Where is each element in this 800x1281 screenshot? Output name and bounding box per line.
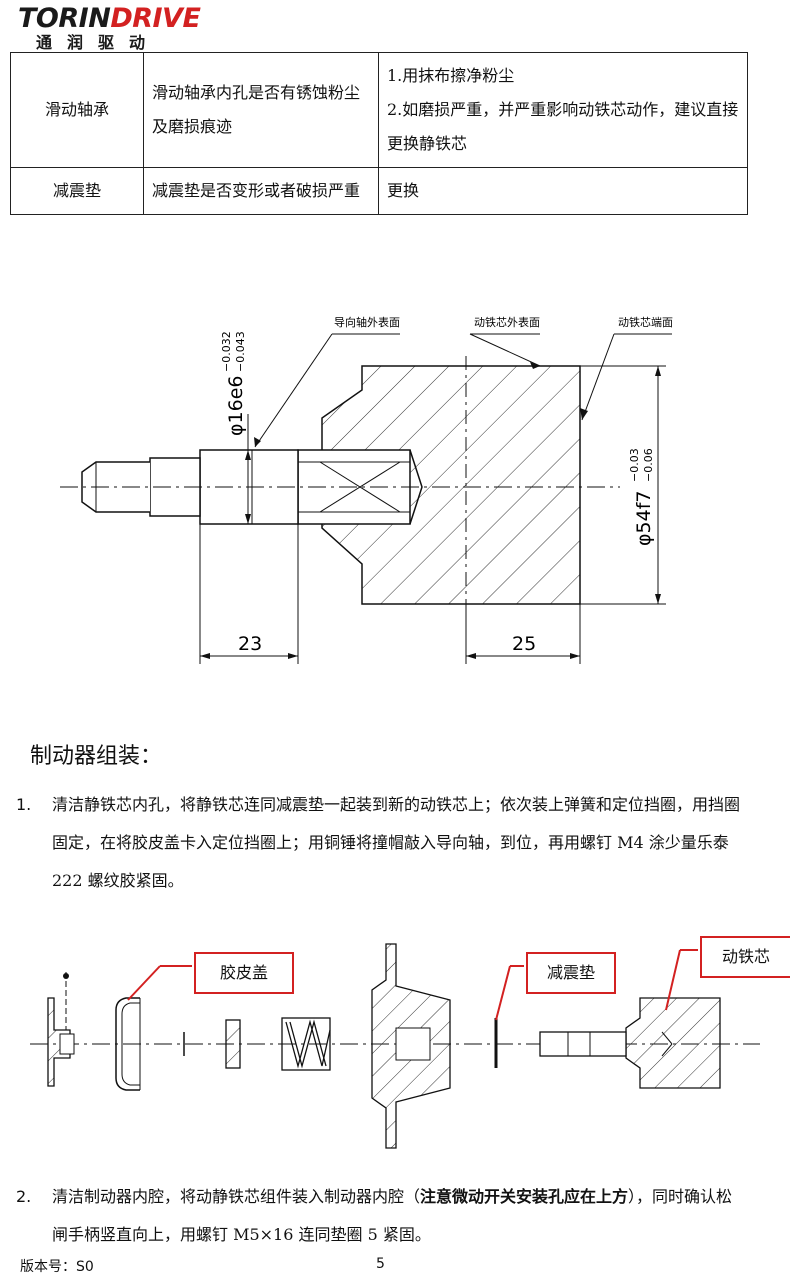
logo-torin: TORIN [18, 3, 111, 34]
step-text-emphasis: 注意微动开关安装孔应在上方 [420, 1187, 629, 1206]
rubber-cap-part [115, 997, 140, 1091]
dim-right-tol-lower: −0.06 [642, 448, 655, 482]
assembly-step-2: 2. 清洁制动器内腔，将动静铁芯组件装入制动器内腔（注意微动开关安装孔应在上方）… [16, 1178, 746, 1254]
step-number: 1. [16, 795, 32, 814]
table-row: 滑动轴承 滑动轴承内孔是否有锈蚀粉尘及磨损痕迹 1.用抹布擦净粉尘 2.如磨损严… [10, 52, 748, 168]
action-line: 2.如磨损严重，并严重影响动铁芯动作，建议直接更换静铁芯 [387, 100, 739, 153]
table-row: 减震垫 减震垫是否变形或者破损严重 更换 [10, 167, 748, 215]
page-number: 5 [376, 1256, 385, 1272]
leader-core-outer [469, 333, 541, 367]
moving-core-body [321, 365, 581, 605]
table-cell-check: 减震垫是否变形或者破损严重 [143, 167, 379, 215]
logo-wordmark: TORINDRIVE [18, 3, 201, 34]
step-number: 2. [16, 1187, 32, 1206]
leader-guide-surface [254, 333, 333, 448]
callout-damper: 减震垫 [526, 952, 616, 994]
section-title: 制动器组装： [30, 744, 163, 769]
step-text-part: ），同时确认松闸手柄竖直向上，用螺钉 M5×16 连同垫圈 5 紧固。 [52, 1187, 733, 1244]
dim-length-left: 23 [238, 633, 262, 655]
table-cell-action: 更换 [378, 167, 748, 215]
step-text: 清洁制动器内腔，将动静铁芯组件装入制动器内腔（注意微动开关安装孔应在上方），同时… [52, 1178, 746, 1254]
dim-right-diameter: φ54f7 [633, 491, 655, 547]
action-line: 更换 [387, 181, 420, 200]
label-guide-surface: 导向轴外表面 [334, 315, 400, 329]
step-text-part: 清洁制动器内腔，将动静铁芯组件装入制动器内腔（ [52, 1187, 421, 1206]
assembly-step-1: 1. 清洁静铁芯内孔，将静铁芯连同减震垫一起装到新的动铁芯上；依次装上弹簧和定位… [16, 786, 746, 900]
logo-chinese-name: 通润驱动 [36, 33, 161, 52]
table-cell-part: 滑动轴承 [10, 52, 144, 168]
dim-left-tol-upper: −0.032 [220, 331, 233, 372]
table-cell-action: 1.用抹布擦净粉尘 2.如磨损严重，并严重影响动铁芯动作，建议直接更换静铁芯 [378, 52, 748, 168]
static-core-part [371, 943, 451, 1149]
maintenance-table: 滑动轴承 滑动轴承内孔是否有锈蚀粉尘及磨损痕迹 1.用抹布擦净粉尘 2.如磨损严… [10, 52, 748, 215]
retaining-ring-part [225, 1019, 241, 1069]
callout-rubber-cap: 胶皮盖 [194, 952, 294, 994]
spring-part [281, 1017, 331, 1071]
core-dimension-drawing: 导向轴外表面 动铁芯外表面 动铁芯端面 φ16e6 −0.032 −0.043 … [60, 315, 673, 664]
step-text: 清洁静铁芯内孔，将静铁芯连同减震垫一起装到新的动铁芯上；依次装上弹簧和定位挡圈，… [52, 795, 741, 890]
table-cell-part: 减震垫 [10, 167, 144, 215]
dim-right-tol-upper: −0.03 [628, 448, 641, 482]
moving-core-part [625, 997, 721, 1089]
cap-part [47, 997, 71, 1087]
dim-left-diameter: φ16e6 [225, 376, 247, 437]
label-core-outer: 动铁芯外表面 [474, 315, 540, 329]
leader-core-end [581, 333, 615, 421]
company-logo: TORINDRIVE 通润驱动 [18, 3, 201, 52]
version-label: 版本号：S0 [20, 1259, 94, 1275]
action-line: 1.用抹布擦净粉尘 [387, 66, 515, 85]
callout-moving-core: 动铁芯 [700, 936, 790, 978]
dim-length-right: 25 [512, 633, 536, 655]
table-cell-check: 滑动轴承内孔是否有锈蚀粉尘及磨损痕迹 [143, 52, 379, 168]
label-core-end: 动铁芯端面 [618, 315, 673, 329]
logo-drive: DRIVE [110, 3, 201, 34]
dim-left-tol-lower: −0.043 [234, 331, 247, 372]
